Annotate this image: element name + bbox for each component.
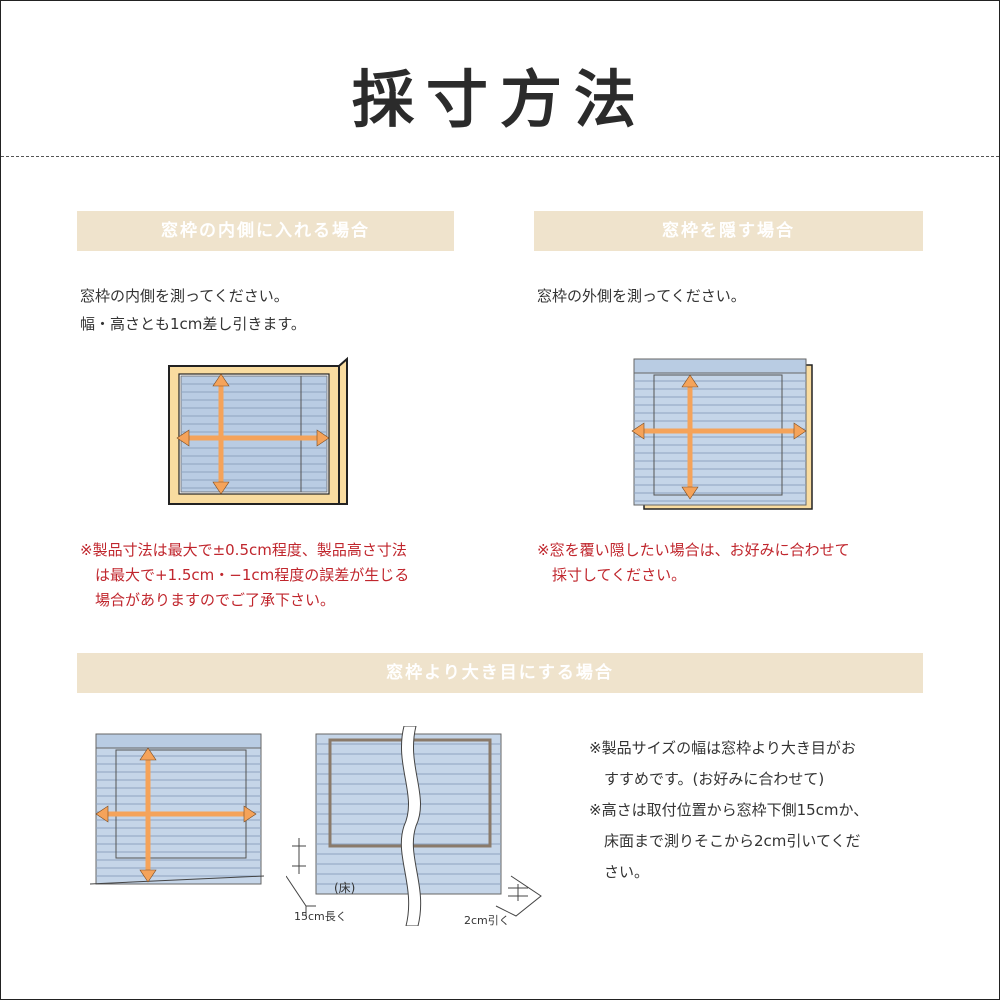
divider [1,156,999,157]
note-line: すすめです。(お好みに合わせて) [589,770,825,788]
longer-label: 15cm長く [294,910,347,923]
note-line: ※製品寸法は最大で±0.5cm程度、製品高さ寸法 [80,541,407,559]
text-line: 窓枠の内側を測ってください。 [80,287,289,305]
outside-mount-illustration [631,358,813,510]
section-heading-inside: 窓枠の内側に入れる場合 [77,211,454,251]
section-inside-text: 窓枠の内側を測ってください。 幅・高さとも1cm差し引きます。 [80,282,306,338]
note-line: 場合がありますのでご了承下さい。 [80,591,336,609]
larger-mount-illustration [89,733,265,885]
note-line: ※製品サイズの幅は窓枠より大き目がお [589,739,856,757]
section-cover-text: 窓枠の外側を測ってください。 [537,282,746,310]
section-cover-notes: ※窓を覆い隠したい場合は、お好みに合わせて 採寸してください。 [537,538,850,588]
text-line: 窓枠の外側を測ってください。 [537,287,746,305]
note-line: 採寸してください。 [537,566,687,584]
section-larger-notes: ※製品サイズの幅は窓枠より大き目がお すすめです。(お好みに合わせて) ※高さは… [589,733,868,888]
page-title: 採寸方法 [351,63,648,136]
section-heading-cover: 窓枠を隠す場合 [534,211,923,251]
note-line: ※高さは取付位置から窓枠下側15cmか、 [589,801,869,819]
note-line: ※窓を覆い隠したい場合は、お好みに合わせて [537,541,850,559]
section-heading-larger: 窓枠より大き目にする場合 [77,653,923,693]
note-line: さい。 [589,863,650,881]
section-inside-notes: ※製品寸法は最大で±0.5cm程度、製品高さ寸法 は最大で+1.5cm・−1cm… [80,538,409,613]
side-section-illustration: (床) 15cm長く 2cm引く [286,726,542,926]
note-line: 床面まで測りそこから2cm引いてくだ [589,832,861,850]
minus-label: 2cm引く [464,913,510,926]
note-line: は最大で+1.5cm・−1cm程度の誤差が生じる [80,566,410,584]
inside-mount-illustration [168,356,348,505]
text-line: 幅・高さとも1cm差し引きます。 [80,315,306,333]
floor-label: (床) [334,881,355,895]
